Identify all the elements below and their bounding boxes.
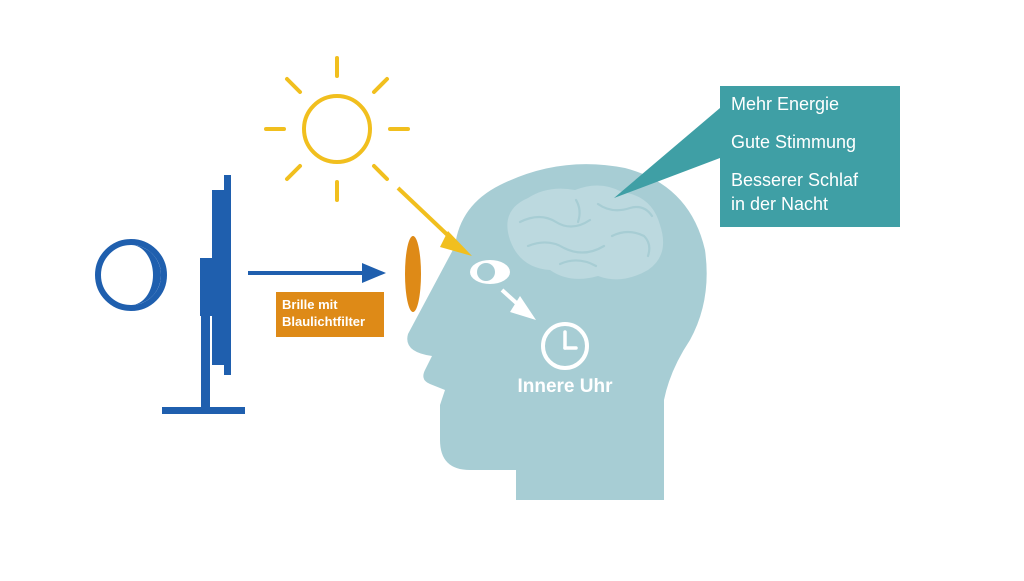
filter-label-line1: Brille mit bbox=[282, 297, 338, 312]
brain-icon bbox=[507, 185, 664, 280]
sun-to-eye-arrow bbox=[396, 186, 472, 256]
filter-label-line2: Blaulichtfilter bbox=[282, 314, 366, 329]
eye-icon bbox=[470, 260, 510, 284]
blue-light-arrow bbox=[248, 263, 386, 283]
benefit-energy: Mehr Energie bbox=[731, 94, 840, 114]
clock-icon bbox=[541, 322, 589, 370]
benefits-list: Mehr Energie Gute Stimmung Besserer Schl… bbox=[720, 86, 900, 227]
speech-bubble-body bbox=[720, 86, 900, 227]
benefit-mood: Gute Stimmung bbox=[731, 132, 857, 152]
lens-icon bbox=[405, 236, 421, 312]
eye-to-clock-arrow bbox=[500, 288, 536, 320]
filter-label-box bbox=[276, 292, 384, 337]
sun-icon bbox=[264, 56, 410, 202]
clock-label: Innere Uhr bbox=[517, 376, 613, 397]
moon-icon bbox=[95, 239, 167, 311]
speech-bubble-tail bbox=[614, 108, 720, 198]
filter-label: Brille mit Blaulichtfilter bbox=[276, 292, 384, 337]
monitor-icon bbox=[162, 175, 245, 414]
